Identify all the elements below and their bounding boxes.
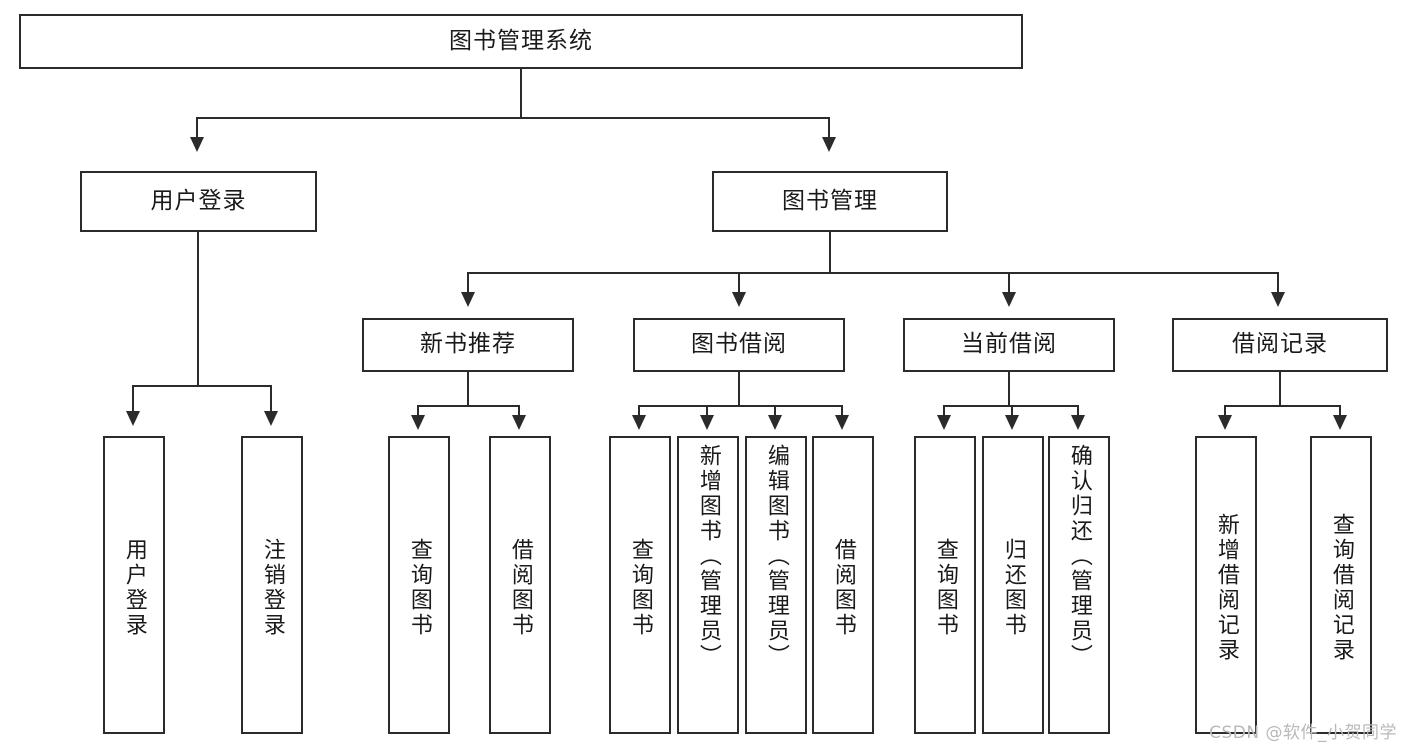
arrow-to-leaf-bb-1 (632, 415, 646, 430)
node-label: 图书借阅 (691, 331, 787, 358)
connector-book-manage-stem (829, 232, 831, 272)
leaf-label: 新增借阅记录 (1213, 513, 1239, 663)
leaf-label: 查询图书 (406, 538, 432, 638)
leaf-label: 查询借阅记录 (1328, 513, 1354, 663)
arrow-to-leaf-bb-3 (768, 415, 782, 430)
node-new-book-recommend[interactable]: 新书推荐 (362, 318, 574, 372)
leaf-label: 新增图书（管理员） (695, 444, 721, 669)
leaf-label: 用户登录 (121, 538, 147, 638)
connector-book-manage-drop-3 (1008, 272, 1010, 294)
leaf-add-borrow-record[interactable]: 新增借阅记录 (1195, 436, 1257, 734)
leaf-logout[interactable]: 注销登录 (241, 436, 303, 734)
leaf-confirm-return-admin[interactable]: 确认归还（管理员） (1048, 436, 1110, 734)
connector-book-manage-drop-4 (1277, 272, 1279, 294)
node-label: 图书管理系统 (449, 27, 593, 54)
leaf-label: 借阅图书 (507, 538, 533, 638)
node-book-borrow[interactable]: 图书借阅 (633, 318, 845, 372)
arrow-to-new-book (461, 292, 475, 307)
arrow-to-leaf-bb-4 (835, 415, 849, 430)
connector-new-book-drop-2 (518, 405, 520, 417)
arrow-to-leaf-br-1 (1218, 415, 1232, 430)
connector-book-borrow-stem (738, 372, 740, 405)
arrow-to-leaf-cb-2 (1005, 415, 1019, 430)
connector-new-book-stem (467, 372, 469, 405)
leaf-query-book-bb[interactable]: 查询图书 (609, 436, 671, 734)
connector-root-drop-1 (196, 117, 198, 139)
leaf-label: 确认归还（管理员） (1066, 444, 1092, 669)
leaf-borrow-book-bb[interactable]: 借阅图书 (812, 436, 874, 734)
leaf-edit-book-admin[interactable]: 编辑图书（管理员） (745, 436, 807, 734)
leaf-query-borrow-record[interactable]: 查询借阅记录 (1310, 436, 1372, 734)
arrow-to-current-borrow (1002, 292, 1016, 307)
node-label: 图书管理 (782, 187, 878, 214)
connector-cb-drop-3 (1077, 405, 1079, 417)
leaf-query-book-cb[interactable]: 查询图书 (914, 436, 976, 734)
leaf-label: 借阅图书 (830, 538, 856, 638)
connector-book-borrow-bus (638, 405, 843, 407)
connector-user-login-drop-2 (270, 385, 272, 413)
arrow-to-borrow-record (1271, 292, 1285, 307)
connector-root-stem (520, 69, 522, 117)
node-root-system[interactable]: 图书管理系统 (19, 14, 1023, 69)
connector-book-manage-drop-2 (738, 272, 740, 294)
arrow-to-leaf-nb-1 (411, 415, 425, 430)
connector-user-login-stem (197, 232, 199, 385)
connector-borrow-record-stem (1279, 372, 1281, 405)
connector-user-login-drop-1 (132, 385, 134, 413)
leaf-label: 归还图书 (1000, 538, 1026, 638)
connector-bb-drop-2 (706, 405, 708, 417)
leaf-return-book[interactable]: 归还图书 (982, 436, 1044, 734)
arrow-to-leaf-logout (264, 411, 278, 426)
node-label: 当前借阅 (961, 331, 1057, 358)
connector-book-manage-drop-1 (467, 272, 469, 294)
connector-user-login-bus (132, 385, 272, 387)
leaf-label: 查询图书 (932, 538, 958, 638)
arrow-to-leaf-nb-2 (512, 415, 526, 430)
connector-bb-drop-1 (638, 405, 640, 417)
connector-bb-drop-4 (841, 405, 843, 417)
connector-current-borrow-stem (1008, 372, 1010, 405)
arrow-to-user-login (190, 137, 204, 152)
arrow-to-leaf-bb-2 (700, 415, 714, 430)
leaf-user-login[interactable]: 用户登录 (103, 436, 165, 734)
arrow-to-book-manage (822, 137, 836, 152)
connector-br-drop-2 (1339, 405, 1341, 417)
node-borrow-record[interactable]: 借阅记录 (1172, 318, 1388, 372)
connector-cb-drop-2 (1011, 405, 1013, 417)
connector-bb-drop-3 (774, 405, 776, 417)
arrow-to-leaf-cb-1 (937, 415, 951, 430)
arrow-to-leaf-user-login (126, 411, 140, 426)
node-user-login[interactable]: 用户登录 (80, 171, 317, 232)
arrow-to-book-borrow (732, 292, 746, 307)
node-label: 新书推荐 (420, 331, 516, 358)
leaf-label: 查询图书 (627, 538, 653, 638)
leaf-label: 编辑图书（管理员） (763, 444, 789, 669)
connector-cb-drop-1 (943, 405, 945, 417)
leaf-borrow-book-newbook[interactable]: 借阅图书 (489, 436, 551, 734)
connector-br-drop-1 (1224, 405, 1226, 417)
connector-root-drop-2 (828, 117, 830, 139)
leaf-label: 注销登录 (259, 538, 285, 638)
connector-borrow-record-bus (1224, 405, 1341, 407)
node-label: 用户登录 (150, 187, 247, 214)
arrow-to-leaf-br-2 (1333, 415, 1347, 430)
leaf-query-book-newbook[interactable]: 查询图书 (388, 436, 450, 734)
connector-new-book-bus (417, 405, 520, 407)
leaf-add-book-admin[interactable]: 新增图书（管理员） (677, 436, 739, 734)
watermark-text: CSDN @软件_小贺同学 (1209, 723, 1397, 743)
connector-new-book-drop-1 (417, 405, 419, 417)
node-book-manage[interactable]: 图书管理 (712, 171, 948, 232)
connector-book-manage-bus (467, 272, 1278, 274)
node-current-borrow[interactable]: 当前借阅 (903, 318, 1115, 372)
node-label: 借阅记录 (1232, 331, 1328, 358)
connector-root-bus (196, 117, 830, 119)
arrow-to-leaf-cb-3 (1071, 415, 1085, 430)
